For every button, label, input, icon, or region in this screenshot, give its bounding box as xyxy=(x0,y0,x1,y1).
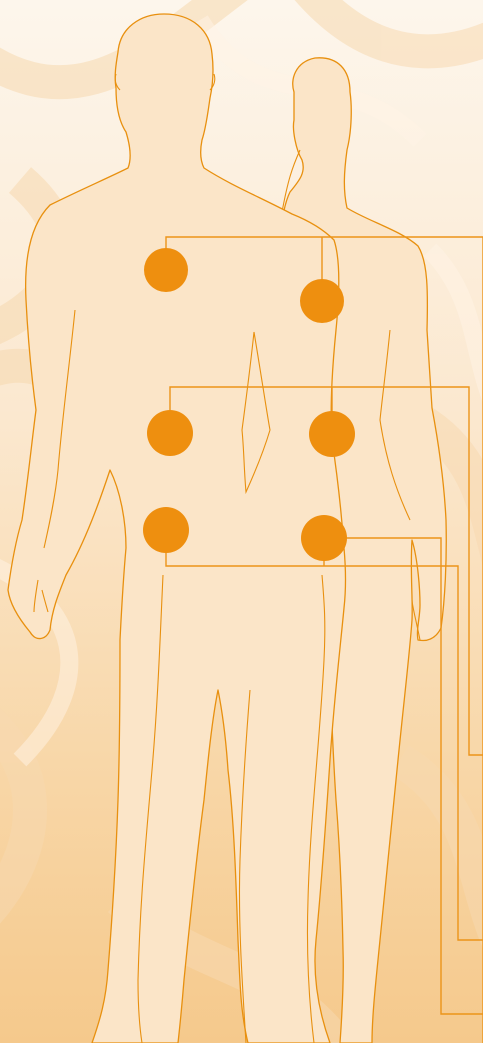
marker-male-upper-chest[interactable] xyxy=(144,248,188,292)
marker-female-upper-chest[interactable] xyxy=(300,279,344,323)
marker-female-mid-torso[interactable] xyxy=(309,411,355,457)
marker-male-lower-abdomen[interactable] xyxy=(143,507,189,553)
marker-female-lower-abdomen[interactable] xyxy=(301,515,347,561)
marker-male-mid-torso[interactable] xyxy=(147,410,193,456)
